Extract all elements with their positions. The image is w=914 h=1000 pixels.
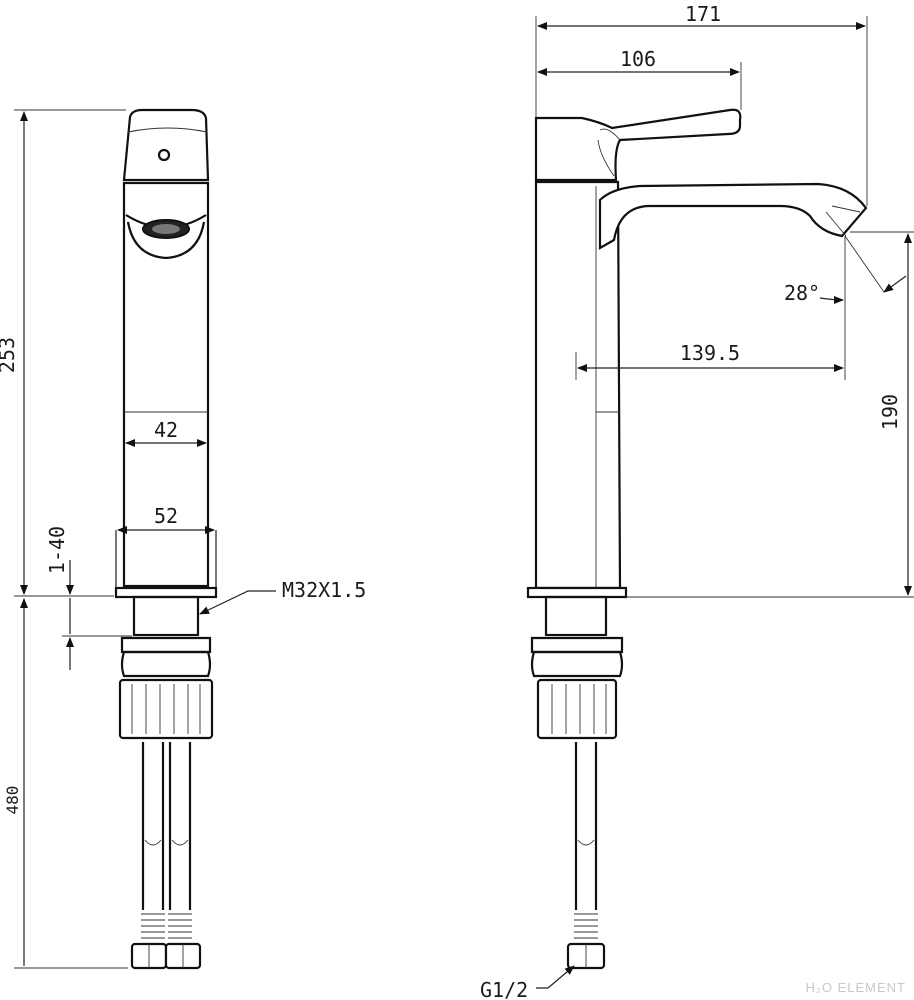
front-hoses: [130, 742, 202, 970]
dim-mount-thread: M32X1.5: [282, 578, 366, 602]
front-base-plate: [114, 586, 218, 599]
dim-counter-thickness: 1-40: [45, 526, 69, 574]
dim-overall-height: 253: [0, 337, 19, 373]
dim-spout-angle: 28°: [784, 281, 820, 305]
dim-base-width: 52: [154, 504, 178, 528]
side-shank: [544, 595, 608, 637]
dim-spout-height: 190: [878, 394, 902, 430]
front-body: [122, 181, 210, 588]
side-base-plate: [526, 586, 628, 599]
dim-hose-length: 480: [3, 786, 22, 815]
dim-hose-thread: G1/2: [480, 978, 528, 1000]
side-handle-lever: [534, 108, 742, 182]
side-fixing-nut: [536, 678, 618, 740]
watermark: H₂O ELEMENT: [805, 980, 906, 995]
front-handle-cap: [122, 108, 210, 182]
front-handle-indicator: [157, 148, 171, 162]
dim-body-width: 42: [154, 418, 178, 442]
dim-spout-reach: 139.5: [680, 341, 740, 365]
dim-total-length: 171: [685, 2, 721, 26]
front-fixing-nut: [118, 678, 214, 740]
side-hose: [566, 742, 606, 970]
side-view: [526, 108, 868, 970]
front-view: [114, 108, 218, 970]
front-shank: [132, 595, 200, 637]
dim-handle-length: 106: [620, 47, 656, 71]
front-dimensions: [14, 109, 276, 969]
side-dimensions: [535, 16, 914, 989]
side-spout: [598, 182, 868, 250]
